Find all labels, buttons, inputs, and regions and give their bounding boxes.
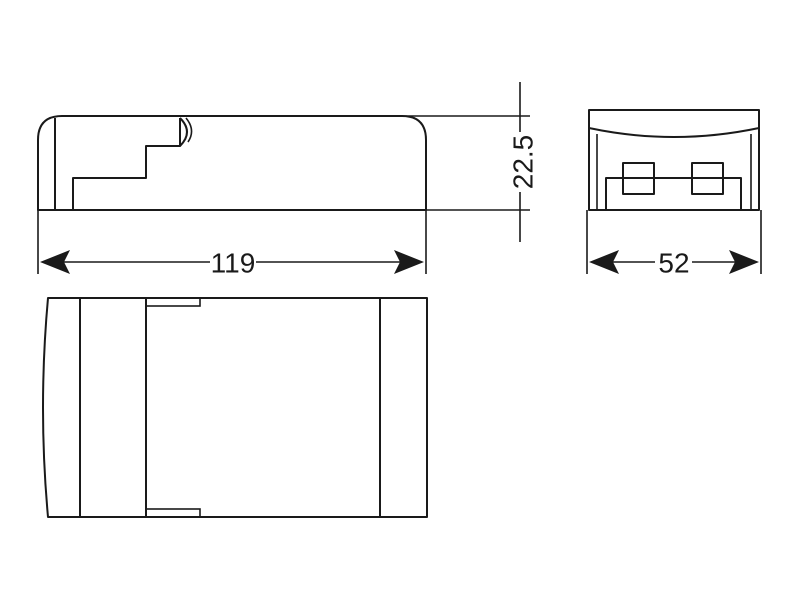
side-view-outline xyxy=(37,115,427,211)
side-view-cover-curve xyxy=(179,117,188,147)
side-view-step-profile xyxy=(72,118,181,210)
length-dimension-label: 119 xyxy=(211,248,256,279)
top-view-notch-top xyxy=(145,297,201,307)
terminal-right xyxy=(691,162,724,195)
width-arrow-right xyxy=(729,250,759,274)
terminal-left xyxy=(622,162,655,195)
length-arrow-right xyxy=(394,250,424,274)
side-view: 22.5 119 xyxy=(37,82,539,279)
width-dimension-label: 52 xyxy=(658,248,689,279)
length-arrow-left xyxy=(40,250,70,274)
end-view-outline xyxy=(588,109,760,211)
end-view: 52 xyxy=(586,109,762,279)
top-view-outline xyxy=(42,297,428,518)
width-arrow-left xyxy=(589,250,619,274)
end-view-top-curve xyxy=(588,127,760,138)
side-view-cover-edge xyxy=(185,117,193,143)
terminal-block xyxy=(605,177,742,211)
top-view xyxy=(42,297,428,518)
height-dimension-label: 22.5 xyxy=(508,135,539,190)
top-view-notch-bottom xyxy=(145,508,201,518)
